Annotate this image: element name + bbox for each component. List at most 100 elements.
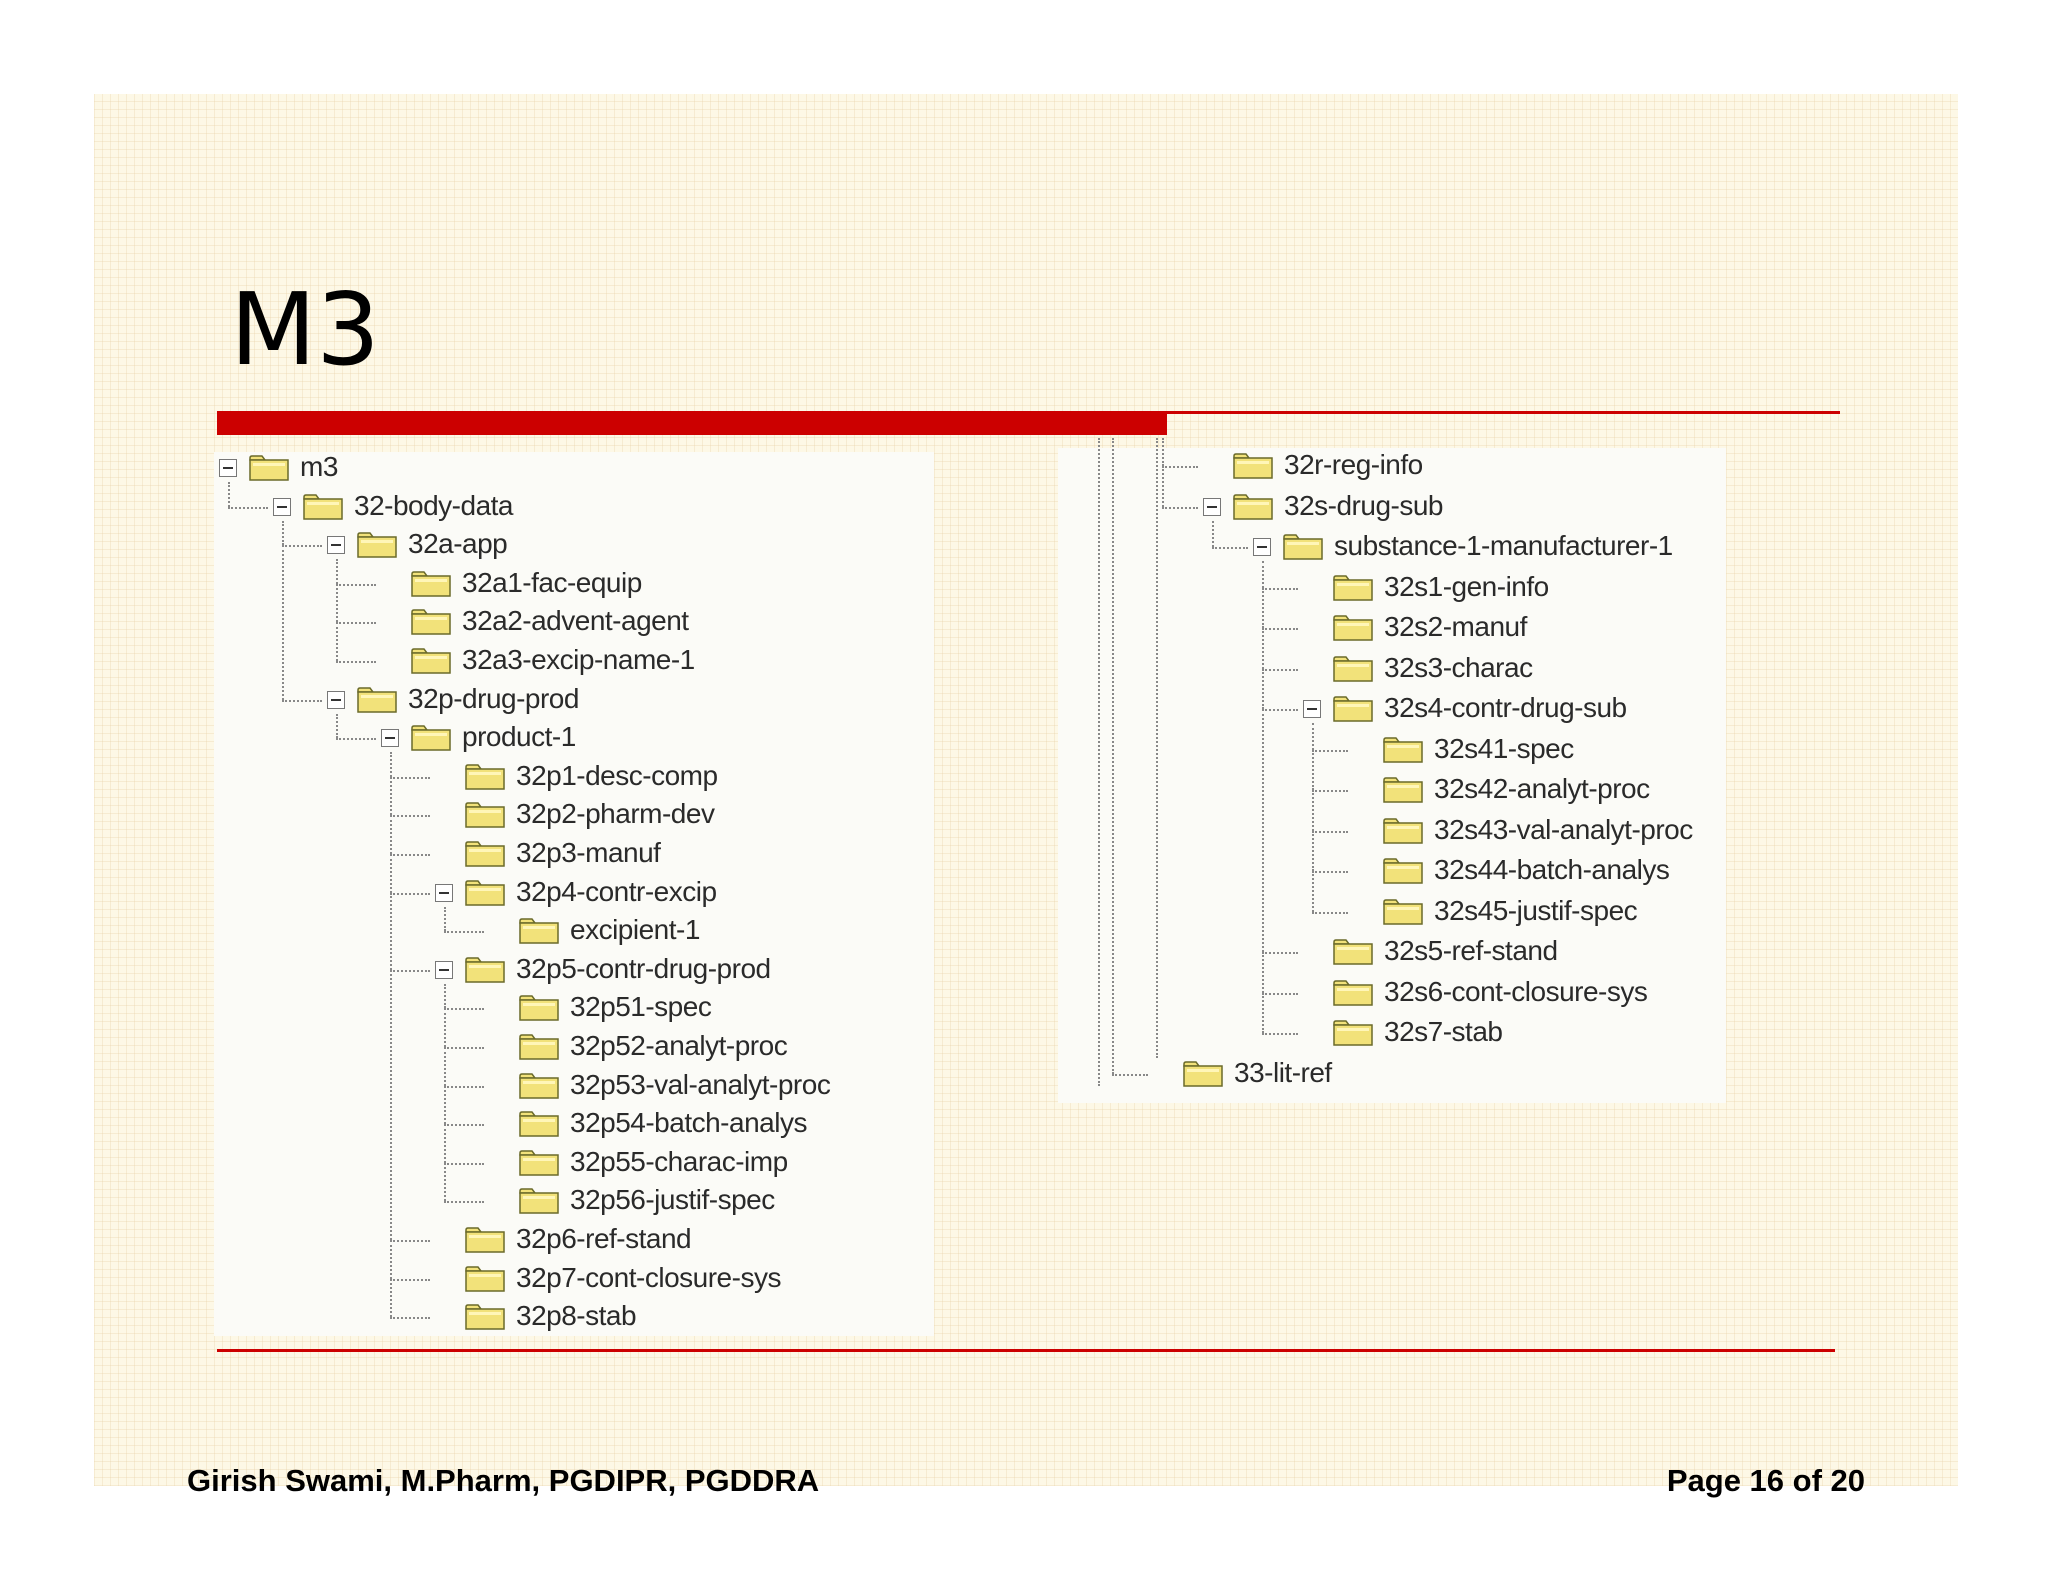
tree-connector [1112, 1073, 1148, 1076]
collapse-toggle-icon[interactable] [1203, 497, 1221, 516]
folder-icon [411, 725, 451, 751]
folder-icon [1333, 1020, 1373, 1046]
folder-icon [411, 648, 451, 674]
folder-label[interactable]: 32p2-pharm-dev [516, 798, 715, 830]
tree-connector [1262, 668, 1264, 709]
folder-icon [1383, 817, 1423, 844]
folder-label[interactable]: 32p3-manuf [516, 837, 661, 868]
page-title: M3 [230, 271, 380, 388]
folder-label[interactable]: 32s4-contr-drug-sub [1384, 692, 1627, 723]
tree-connector [444, 1201, 484, 1204]
folder-icon [1333, 696, 1373, 722]
folder-label[interactable]: 32-body-data [354, 489, 514, 521]
folder-label[interactable]: 32a-app [408, 528, 508, 560]
tree-connector [390, 969, 430, 972]
folder-label[interactable]: 32s43-val-analyt-proc [1434, 813, 1693, 845]
bottom-divider [217, 1349, 1835, 1352]
folder-label[interactable]: 32p52-analyt-proc [570, 1030, 788, 1061]
tree-connector [390, 1240, 430, 1242]
folder-label[interactable]: 32p54-batch-analys [570, 1107, 807, 1139]
tree-connector [1262, 709, 1264, 952]
tree-connector [1262, 628, 1264, 669]
folder-label[interactable]: 32a3-excip-name-1 [462, 644, 695, 675]
folder-label[interactable]: product-1 [462, 721, 576, 753]
folder-label[interactable]: 32s3-charac [1384, 651, 1533, 683]
tree-connector [336, 738, 376, 741]
folder-icon [519, 918, 559, 944]
tree-connector [390, 892, 392, 970]
folder-icon [303, 493, 343, 520]
folder-label[interactable]: 32a1-fac-equip [462, 566, 642, 598]
folder-label[interactable]: 32s44-batch-analys [1434, 854, 1670, 885]
collapse-toggle-icon[interactable] [1253, 538, 1271, 556]
tree-connector [1162, 438, 1164, 466]
collapse-toggle-icon[interactable] [435, 883, 453, 902]
tree-connector [228, 506, 268, 509]
tree-connector [1262, 561, 1264, 588]
folder-icon [1383, 898, 1423, 925]
folder-label[interactable]: 32p8-stab [516, 1300, 637, 1332]
folder-icon [519, 1034, 559, 1060]
folder-label[interactable]: 32p51-spec [570, 991, 712, 1023]
folder-label[interactable]: m3 [300, 451, 338, 482]
folder-label[interactable]: 32s42-analyt-proc [1434, 773, 1650, 804]
tree-connector [390, 752, 392, 777]
folder-label[interactable]: 32r-reg-info [1284, 449, 1423, 480]
folder-icon [357, 686, 397, 713]
collapse-toggle-icon[interactable] [381, 729, 399, 748]
folder-label[interactable]: 32p55-charac-imp [570, 1145, 788, 1177]
folder-label[interactable]: 32p1-desc-comp [516, 759, 718, 791]
folder-label[interactable]: 32s7-stab [1384, 1016, 1503, 1047]
tree-connector [1312, 830, 1314, 871]
folder-label[interactable]: 32p53-val-analyt-proc [570, 1068, 831, 1100]
tree-connector [444, 1008, 446, 1047]
folder-label[interactable]: 32s2-manuf [1384, 611, 1527, 642]
folder-icon [1333, 979, 1373, 1006]
folder-label[interactable]: 33-lit-ref [1234, 1056, 1332, 1088]
folder-icon [519, 1188, 559, 1215]
tree-connector [1262, 587, 1264, 628]
folder-label[interactable]: 32p6-ref-stand [516, 1223, 692, 1254]
folder-label[interactable]: 32a2-advent-agent [462, 605, 689, 637]
collapse-toggle-icon[interactable] [219, 459, 237, 477]
tree-connector [390, 969, 392, 1240]
tree-connector [444, 1047, 446, 1086]
folder-label[interactable]: 32s1-gen-info [1384, 570, 1549, 602]
folder-label[interactable]: 32s41-spec [1434, 732, 1574, 764]
folder-label[interactable]: 32p7-cont-closure-sys [516, 1261, 781, 1293]
tree-connector [336, 622, 376, 625]
folder-label[interactable]: 32p5-contr-drug-prod [516, 952, 771, 984]
folder-label[interactable]: 32p4-contr-excip [516, 875, 717, 907]
folder-label[interactable]: 32s6-cont-closure-sys [1384, 975, 1648, 1007]
tree-connector [444, 906, 446, 932]
folder-icon [1233, 493, 1273, 520]
folder-label[interactable]: substance-1-manufacturer-1 [1334, 530, 1673, 561]
tree-connector [1262, 1033, 1298, 1035]
tree-connector [390, 1317, 430, 1320]
tree-connector [390, 815, 430, 818]
folder-label[interactable]: 32p-drug-prod [408, 682, 579, 714]
tree-connector [1312, 790, 1348, 792]
tree-connector [1098, 438, 1100, 1086]
folder-label[interactable]: 32s-drug-sub [1284, 489, 1443, 521]
folder-icon [1383, 736, 1423, 763]
tree-connector [1162, 466, 1164, 507]
collapse-toggle-icon[interactable] [327, 536, 345, 555]
tree-connector [1262, 668, 1298, 671]
tree-connector [390, 854, 392, 893]
folder-label[interactable]: 32p56-justif-spec [570, 1184, 775, 1216]
collapse-toggle-icon[interactable] [1303, 700, 1321, 718]
folder-label[interactable]: 32s45-justif-spec [1434, 894, 1638, 926]
tree-connector [390, 776, 430, 779]
collapse-toggle-icon[interactable] [327, 690, 345, 709]
tree-connector [390, 815, 392, 854]
tree-connector [390, 1240, 392, 1279]
tree-connector [1262, 992, 1298, 995]
collapse-toggle-icon[interactable] [435, 960, 453, 979]
tree-connector [1212, 547, 1248, 549]
folder-label[interactable]: excipient-1 [570, 914, 700, 946]
folder-icon [465, 879, 505, 906]
folder-label[interactable]: 32s5-ref-stand [1384, 935, 1558, 966]
tree-connector [1262, 587, 1298, 590]
collapse-toggle-icon[interactable] [273, 497, 291, 516]
